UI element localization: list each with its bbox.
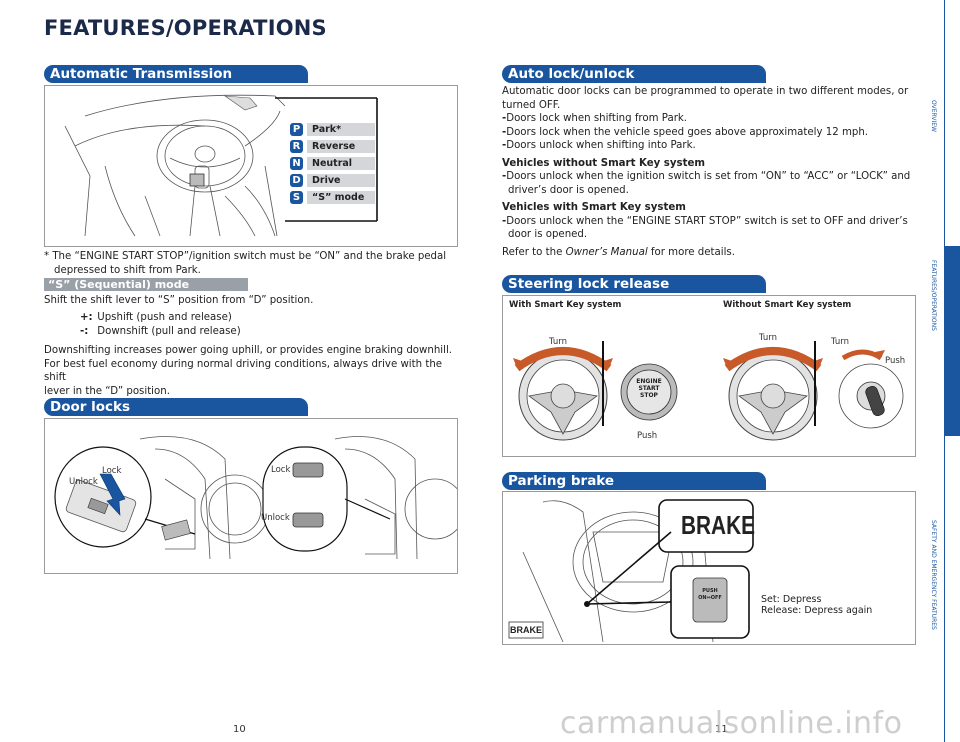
pedal-line: PUSH	[702, 588, 718, 594]
s-mode-heading: “S” (Sequential) mode	[44, 278, 248, 291]
side-tab-features[interactable]	[944, 246, 960, 436]
gear-list: P Park* R Reverse N Neutral D Drive S “S…	[290, 121, 375, 206]
release-instruction: Release: Depress again	[761, 605, 873, 616]
side-tab-divider	[944, 0, 945, 742]
bullet-text: Doors unlock when the ignition switch is…	[506, 171, 911, 182]
transmission-illustration	[44, 85, 458, 247]
page-number-right: 11	[715, 724, 728, 735]
tab-label-overview: OVERVIEW	[930, 100, 937, 132]
smart-key-heading: Vehicles with Smart Key system	[502, 202, 686, 213]
auto-lock-bullet: -Doors unlock when shifting into Park.	[502, 140, 696, 151]
watermark: carmanualsonline.info	[560, 706, 903, 741]
auto-lock-text: Automatic door locks can be programmed t…	[502, 85, 912, 259]
brake-instructions: Set: Depress Release: Depress again	[761, 594, 872, 616]
parking-brake-illustration: BRAKE PUSH ON⇔OFF BRAKE Set: Depress Rel…	[502, 491, 916, 645]
upshift-text: Upshift (push and release)	[97, 312, 232, 323]
minus-symbol: -:	[80, 326, 89, 337]
upshift-row: +: Upshift (push and release)	[80, 311, 232, 325]
turn-label-2: Turn	[759, 333, 778, 343]
button-line: STOP	[640, 392, 658, 399]
steering-wheel-drawings	[513, 341, 904, 441]
page-number-left: 10	[233, 724, 246, 735]
gear-row-park: P Park*	[290, 121, 375, 138]
refer-line: Refer to the Owner’s Manual for more det…	[502, 246, 912, 260]
gear-label: “S” mode	[307, 191, 375, 204]
gear-row-s-mode: S “S” mode	[290, 189, 375, 206]
button-line: START	[638, 385, 660, 392]
tab-label-safety: SAFETY AND EMERGENCY FEATURES	[930, 520, 937, 630]
auto-lock-line: driver’s door is opened.	[508, 184, 629, 196]
plus-symbol: +:	[80, 312, 93, 323]
paragraph-line: For best fuel economy during normal driv…	[44, 358, 443, 384]
side-tab-safety[interactable]	[944, 438, 960, 742]
gear-letter: P	[290, 123, 303, 136]
gear-row-neutral: N Neutral	[290, 155, 375, 172]
brake-callout-label: BRAKE	[681, 510, 755, 540]
parking-brake-pedal: PUSH ON⇔OFF	[693, 588, 727, 602]
brake-indicator-label: BRAKE	[509, 625, 542, 635]
turn-label-1: Turn	[549, 337, 568, 347]
gear-row-reverse: R Reverse	[290, 138, 375, 155]
footnote-line: * The “ENGINE START STOP”/ignition switc…	[44, 251, 447, 262]
gear-label: Park*	[307, 123, 375, 136]
left-lock-label: Lock	[102, 466, 122, 476]
auto-lock-bullet: -Doors unlock when the “ENGINE START STO…	[502, 215, 908, 227]
auto-lock-bullet: -Doors unlock when the ignition switch i…	[502, 171, 911, 182]
gear-letter: N	[290, 157, 303, 170]
refer-prefix: Refer to the	[502, 246, 566, 258]
refer-suffix: for more details.	[647, 246, 735, 258]
turn-label-3: Turn	[831, 337, 850, 347]
bullet-text: Doors unlock when shifting into Park.	[506, 140, 696, 151]
door-panel-drawing	[54, 436, 466, 560]
push-label-2: Push	[885, 356, 906, 366]
with-smart-key-label: With Smart Key system	[509, 300, 622, 310]
button-line: ENGINE	[636, 378, 662, 385]
side-tab-overview[interactable]	[944, 0, 960, 244]
tab-label-features: FEATURES/OPERATIONS	[930, 260, 937, 331]
bullet-text: Doors unlock when the “ENGINE START STOP…	[506, 215, 908, 227]
steering-lock-illustration: With Smart Key system Without Smart Key …	[502, 295, 916, 457]
without-smart-key-label: Without Smart Key system	[723, 300, 852, 310]
footnote-line: depressed to shift from Park.	[54, 264, 201, 276]
steering-lock-heading: Steering lock release	[502, 275, 766, 293]
paragraph-line: lever in the “D” position.	[44, 385, 170, 397]
s-mode-text: Shift the shift lever to “S” position fr…	[44, 295, 314, 306]
parking-brake-drawing	[508, 499, 754, 643]
gear-label: Reverse	[307, 140, 375, 153]
gear-label: Neutral	[307, 157, 375, 170]
auto-lock-heading: Auto lock/unlock	[502, 65, 766, 83]
gear-row-drive: D Drive	[290, 172, 375, 189]
auto-lock-line: turned OFF.	[502, 99, 561, 111]
bullet-text: Doors lock when the vehicle speed goes a…	[506, 126, 869, 138]
owners-manual-ref: Owner’s Manual	[565, 246, 648, 258]
parking-brake-heading: Parking brake	[502, 472, 766, 490]
paragraph-line: Downshifting increases power going uphil…	[44, 345, 453, 356]
engine-start-stop-button: ENGINE START STOP	[634, 378, 664, 399]
downshift-paragraph: Downshifting increases power going uphil…	[44, 344, 464, 398]
door-locks-illustration: Unlock Lock Lock Unlock	[44, 418, 466, 574]
no-smart-key-heading: Vehicles without Smart Key system	[502, 157, 705, 169]
set-instruction: Set: Depress	[761, 594, 822, 605]
auto-lock-bullet: -Doors lock when the vehicle speed goes …	[502, 126, 869, 138]
auto-lock-bullet: -Doors lock when shifting from Park.	[502, 113, 688, 124]
car-interior-drawing	[64, 94, 378, 237]
downshift-text: Downshift (pull and release)	[97, 326, 241, 337]
gear-letter: R	[290, 140, 303, 153]
push-label-1: Push	[637, 431, 658, 441]
transmission-footnote: * The “ENGINE START STOP”/ignition switc…	[44, 250, 458, 277]
page-title: FEATURES/OPERATIONS	[44, 16, 327, 40]
bullet-text: Doors lock when shifting from Park.	[506, 113, 688, 124]
automatic-transmission-heading: Automatic Transmission	[44, 65, 308, 83]
left-unlock-label: Unlock	[69, 477, 98, 487]
gear-letter: S	[290, 191, 303, 204]
auto-lock-line: Automatic door locks can be programmed t…	[502, 86, 909, 97]
right-lock-label: Lock	[271, 465, 291, 475]
gear-letter: D	[290, 174, 303, 187]
gear-label: Drive	[307, 174, 375, 187]
auto-lock-line: door is opened.	[508, 229, 588, 240]
downshift-row: -: Downshift (pull and release)	[80, 325, 241, 339]
pedal-line: ON⇔OFF	[698, 595, 722, 601]
door-locks-heading: Door locks	[44, 398, 308, 416]
right-unlock-label: Unlock	[261, 513, 290, 523]
